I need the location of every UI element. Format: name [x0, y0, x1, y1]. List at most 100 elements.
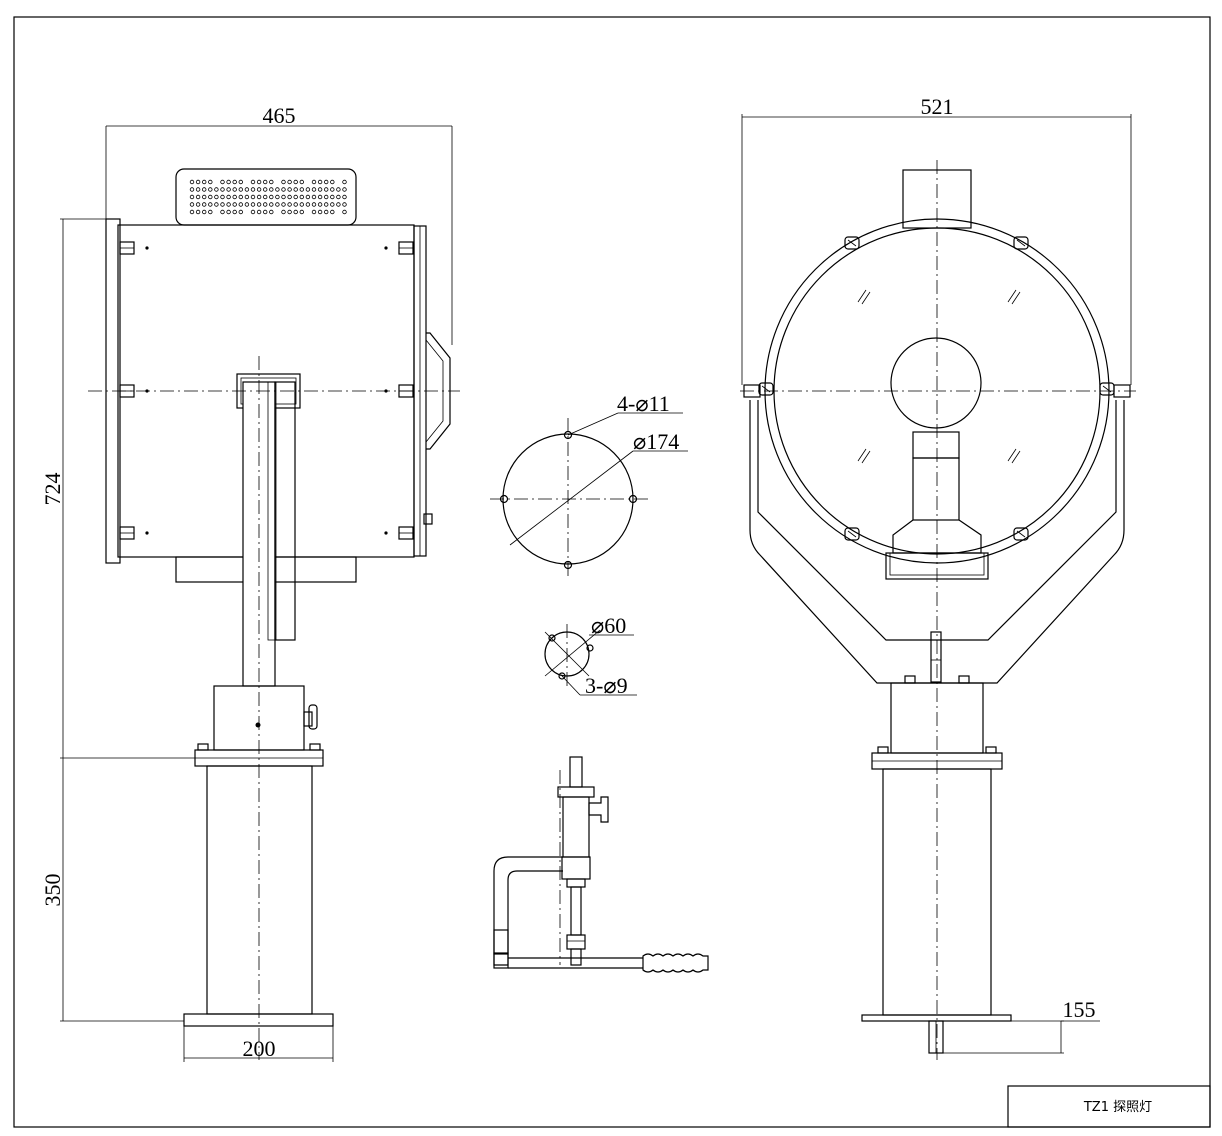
vent-hole	[287, 202, 292, 207]
vent-hole	[244, 194, 250, 200]
vent-hole	[244, 187, 250, 192]
vent-hole	[281, 202, 286, 207]
vent-hole	[287, 187, 292, 192]
front-base-plate	[861, 1014, 1012, 1022]
vent-housing	[175, 168, 357, 226]
vent-hole	[201, 187, 207, 192]
vent-hole	[201, 179, 207, 185]
dim-200-label: 200	[243, 1036, 276, 1061]
vent-hole	[220, 187, 225, 192]
vent-hole	[293, 202, 298, 207]
vent-hole	[250, 202, 256, 207]
detail-control-handle	[493, 756, 709, 973]
vent-hole	[263, 194, 268, 200]
vent-hole	[250, 209, 256, 215]
vent-hole	[226, 179, 231, 185]
vent-hole	[330, 187, 335, 192]
vent-hole	[250, 187, 256, 192]
vent-hole	[330, 202, 335, 207]
dim-350-label: 350	[40, 874, 65, 907]
lens-clip	[844, 527, 860, 541]
drawing-border	[13, 16, 1211, 1128]
vent-hole	[275, 194, 280, 200]
lens-clip	[1099, 382, 1115, 396]
dim-200: 200	[183, 1026, 334, 1062]
vent-hole	[324, 179, 329, 185]
base-plate	[183, 1013, 334, 1027]
dim-155: 155	[943, 997, 1100, 1054]
vent-hole	[269, 179, 274, 185]
vent-hole	[214, 187, 219, 192]
vent-hole	[263, 202, 268, 207]
vent-hole	[232, 209, 237, 215]
vent-hole	[275, 202, 280, 207]
lock-knob	[303, 711, 313, 727]
vent-hole	[238, 194, 243, 200]
vent-hole	[220, 179, 225, 185]
vent-hole	[201, 194, 207, 200]
vent-hole	[342, 187, 347, 192]
vent-hole	[317, 194, 323, 200]
lamp-bulb	[890, 337, 982, 429]
detail-bolt-circle-174: 4-⌀11 ⌀174	[490, 391, 688, 578]
vent-hole	[208, 179, 213, 185]
vent-hole	[311, 194, 317, 200]
latch-clip	[119, 526, 149, 540]
vent-hole	[299, 179, 304, 185]
vent-hole	[256, 179, 262, 185]
vent-hole	[293, 179, 298, 185]
dim-724: 724	[40, 218, 195, 759]
vent-hole	[305, 187, 311, 192]
vent-hole	[299, 209, 304, 215]
vent-hole	[281, 194, 286, 200]
latch-clip	[384, 526, 414, 540]
vent-hole	[287, 194, 292, 200]
vent-hole	[324, 187, 329, 192]
vent-hole	[330, 194, 335, 200]
vent-hole	[305, 194, 311, 200]
vent-hole	[342, 202, 347, 207]
latch-clip	[119, 241, 149, 255]
callout-3-holes: 3-⌀9	[585, 673, 628, 698]
vent-hole	[220, 209, 225, 215]
vent-hole	[342, 179, 347, 185]
vent-hole	[232, 179, 237, 185]
vent-hole	[311, 209, 317, 215]
vent-hole	[281, 209, 286, 215]
vent-hole	[330, 209, 335, 215]
vent-hole	[220, 194, 225, 200]
vent-hole	[324, 194, 329, 200]
vent-hole	[220, 202, 225, 207]
vent-hole	[256, 209, 262, 215]
dim-724-label: 724	[40, 473, 65, 506]
callout-pcd-60: ⌀60	[591, 613, 626, 638]
lens-clip	[844, 236, 860, 250]
vent-hole	[336, 187, 341, 192]
vent-hole	[256, 202, 262, 207]
vent-hole	[189, 179, 195, 185]
vent-hole	[281, 187, 286, 192]
vent-hole	[232, 187, 237, 192]
vent-hole	[201, 209, 207, 215]
vent-hole	[195, 194, 201, 200]
vent-hole	[263, 179, 268, 185]
latch-clip	[384, 241, 414, 255]
vent-hole	[250, 179, 256, 185]
vent-hole	[238, 179, 243, 185]
callout-4-holes: 4-⌀11	[617, 391, 670, 416]
vent-hole	[269, 187, 274, 192]
vent-hole	[250, 194, 256, 200]
vent-hole	[342, 209, 347, 215]
title-block-label: TZ1 探照灯	[1083, 1100, 1152, 1115]
front-view: 521 155	[740, 94, 1136, 1060]
vent-hole	[293, 209, 298, 215]
vent-hole	[324, 209, 329, 215]
dim-521: 521	[741, 94, 1132, 385]
dim-465: 465	[105, 103, 453, 345]
vent-hole	[311, 187, 317, 192]
vent-hole	[317, 179, 323, 185]
pedestal-tube	[206, 765, 313, 1015]
vent-hole	[226, 187, 231, 192]
vent-hole	[232, 202, 237, 207]
vent-hole	[189, 202, 195, 207]
